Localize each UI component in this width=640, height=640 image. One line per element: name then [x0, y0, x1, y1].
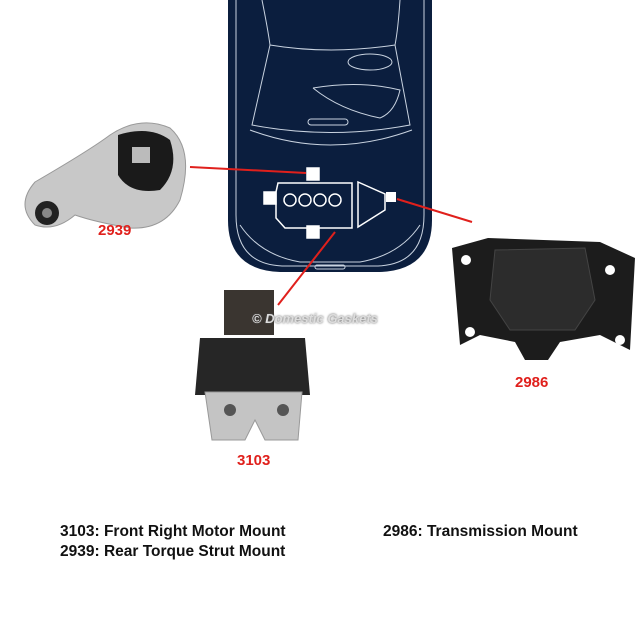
caption-3103: 3103: Front Right Motor Mount	[60, 523, 286, 540]
car-top-view	[228, 0, 432, 272]
part-2986-image	[452, 238, 635, 360]
transmission-icon	[357, 180, 396, 229]
watermark: © Domestic Gaskets	[252, 311, 378, 326]
caption-2939: 2939: Rear Torque Strut Mount	[60, 543, 286, 560]
part-2939-image	[24, 122, 187, 229]
connector-lines	[189, 166, 473, 306]
part-3103-image	[195, 290, 310, 441]
engine-icon	[263, 167, 353, 239]
part-label-2986: 2986	[515, 374, 549, 391]
part-label-2939: 2939	[98, 222, 132, 239]
caption-2986: 2986: Transmission Mount	[383, 523, 578, 540]
part-label-3103: 3103	[237, 452, 271, 469]
